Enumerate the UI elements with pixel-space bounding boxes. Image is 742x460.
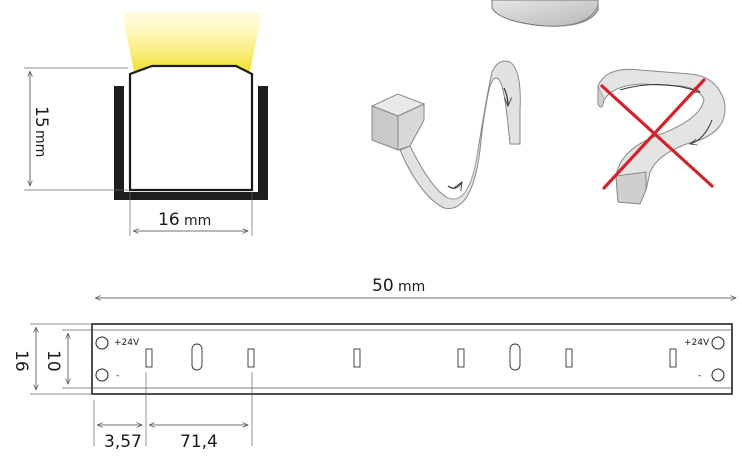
offset-dimension: 3,57	[104, 432, 142, 452]
left-plus-label: +24V	[114, 338, 140, 348]
led-chip	[145, 348, 153, 368]
led-chip	[565, 348, 573, 368]
solder-pad	[711, 336, 725, 350]
strip-outline	[91, 323, 733, 395]
strip-top-view: 50 mm +24V - +24V - 16 10	[11, 276, 736, 452]
silicone-profile	[128, 64, 254, 192]
light-glow	[122, 12, 262, 72]
strip-outer-height: 16	[11, 350, 31, 372]
led-chip	[353, 348, 361, 368]
right-minus-label: -	[698, 371, 701, 381]
right-plus-label: +24V	[684, 338, 710, 348]
solder-pad	[95, 336, 109, 350]
allowed-bend-icon	[370, 60, 521, 209]
profile-height-label: 15	[31, 106, 51, 128]
profile-width-unit: mm	[184, 213, 211, 229]
strip-length-label: 50	[372, 276, 394, 296]
profile-cross-section: 15 mm 16 mm	[24, 12, 268, 236]
led-chip	[247, 348, 255, 368]
strip-inner-height: 10	[43, 350, 63, 372]
profile-width-label: 16	[158, 210, 180, 230]
cross-stroke-1	[600, 84, 714, 188]
solder-pad	[711, 368, 725, 382]
strip-roll-illustration	[491, 0, 599, 27]
left-minus-label: -	[116, 371, 119, 381]
led-chip	[457, 348, 465, 368]
resistor	[191, 343, 203, 371]
cross-stroke-2	[602, 78, 706, 190]
led-chip	[669, 348, 677, 368]
resistor	[509, 343, 521, 371]
profile-height-unit: mm	[32, 130, 48, 157]
solder-pad	[95, 368, 109, 382]
pitch-dimension: 71,4	[180, 432, 218, 452]
strip-length-unit: mm	[398, 279, 425, 295]
forbidden-bend-icon	[597, 68, 726, 205]
